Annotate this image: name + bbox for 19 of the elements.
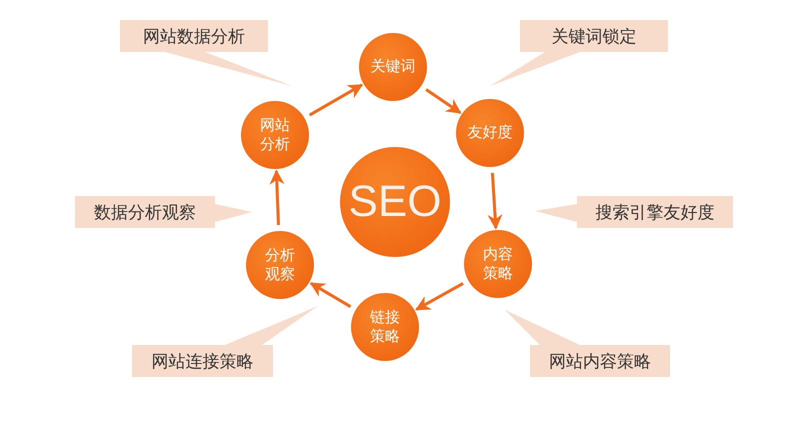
label-text: 关键词锁定: [552, 26, 636, 48]
arrow: [269, 169, 284, 226]
label-text: 网站分析: [260, 116, 290, 154]
arrow: [308, 84, 364, 116]
label-text: 分析观察: [264, 246, 296, 284]
label-text: 链接策略: [370, 308, 400, 346]
label-text: 网站连接策略: [152, 350, 254, 372]
label-text: SEO: [348, 176, 442, 228]
label-text: 数据分析观察: [94, 202, 196, 224]
arrow: [425, 88, 462, 114]
arrow: [488, 172, 502, 230]
arrow: [310, 282, 352, 308]
label-text: 网站数据分析: [143, 26, 245, 48]
label-text: 网站内容策略: [549, 350, 651, 372]
arrow: [415, 282, 464, 311]
label-text: 友好度: [468, 123, 512, 143]
label-text: 关键词: [370, 57, 416, 77]
label-text: 搜索引擎友好度: [596, 202, 714, 224]
label-text: 内容策略: [482, 244, 514, 284]
